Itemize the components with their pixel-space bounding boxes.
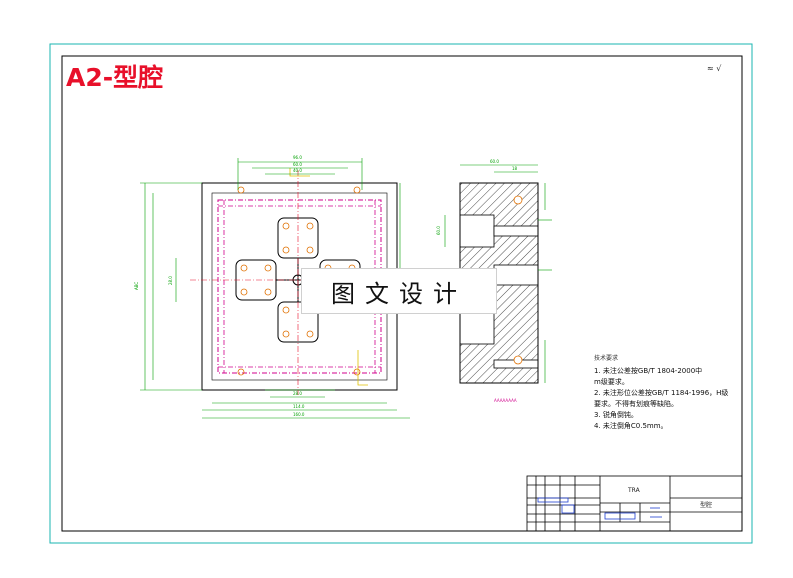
tech-note-item: m级要求。: [594, 378, 629, 386]
svg-text:28.0: 28.0: [293, 391, 302, 396]
tech-notes-heading: 技术要求: [594, 355, 619, 362]
tech-note-item: 2. 未注形位公差按GB/T 1184-1996，H级: [594, 389, 729, 397]
outer-frame: [49, 43, 753, 544]
svg-text:60.0: 60.0: [293, 162, 302, 167]
tech-note-item: 3. 锐角倒钝。: [594, 411, 638, 419]
svg-text:AAAAAAAA: AAAAAAAA: [494, 398, 517, 403]
svg-text:96.0: 96.0: [293, 155, 302, 160]
svg-text:40.0: 40.0: [293, 168, 302, 173]
drawing-title: A2-型腔: [66, 63, 164, 92]
tech-note-item: 要求。不得有划痕等缺陷。: [594, 400, 678, 408]
title-block-code: TRA: [627, 487, 641, 494]
tech-note-item: 1. 未注公差按GB/T 1804-2000中: [594, 367, 703, 375]
roughness-symbol: ≈ √: [707, 64, 722, 73]
tech-note-item: 4. 未注倒角C0.5mm。: [594, 422, 668, 430]
side-view: 60.0 18 60.0 AAAAAAAA: [436, 159, 552, 403]
svg-text:ABC: ABC: [134, 282, 139, 290]
svg-text:18: 18: [512, 166, 518, 171]
title-block-part-name: 型腔: [700, 501, 712, 509]
svg-text:114.0: 114.0: [293, 404, 305, 409]
inner-border: [61, 55, 743, 532]
technical-requirements: 技术要求 1. 未注公差按GB/T 1804-2000中 m级要求。 2. 未注…: [594, 353, 744, 432]
watermark-banner: 图文设计: [301, 268, 497, 314]
title-block-blue-marks: [537, 497, 662, 520]
svg-text:28.0: 28.0: [168, 276, 173, 285]
svg-text:60.0: 60.0: [490, 159, 499, 164]
svg-text:160.0: 160.0: [293, 412, 305, 417]
svg-text:60.0: 60.0: [436, 226, 441, 235]
